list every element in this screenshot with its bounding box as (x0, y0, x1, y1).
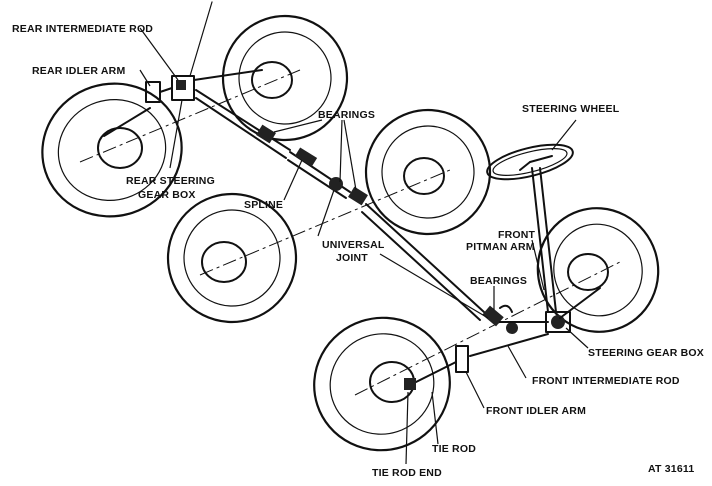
bearing-rear (256, 124, 276, 144)
label-bearings-top: BEARINGS (318, 109, 375, 121)
front-right-wheel (536, 207, 660, 333)
bearing-front (482, 305, 504, 327)
label-rear-intermediate-rod: REAR INTERMEDIATE ROD (12, 23, 153, 35)
figure-id: AT 31611 (648, 463, 694, 475)
label-spline: SPLINE (244, 199, 283, 211)
middle-left-wheel (166, 192, 298, 324)
front-linkage (404, 304, 549, 390)
universal-joint-middle (329, 177, 343, 191)
label-front-idler-arm: FRONT IDLER ARM (486, 405, 586, 417)
leader-lines (139, 27, 589, 465)
label-steering-wheel: STEERING WHEEL (522, 103, 620, 115)
label-front-pitman-line1: FRONT (498, 229, 536, 241)
rear-intermediate-rod (193, 69, 263, 81)
front-left-wheel (313, 316, 451, 452)
rear-steering-assembly (103, 1, 263, 137)
tie-rod-end (404, 378, 416, 390)
front-intermediate-rod (469, 333, 549, 357)
steering-wheel-assembly (486, 143, 601, 333)
label-front-intermediate-rod: FRONT INTERMEDIATE ROD (532, 375, 680, 387)
label-front-pitman-line2: PITMAN ARM (466, 241, 535, 253)
front-idler-arm (455, 345, 469, 373)
label-tie-rod: TIE ROD (432, 443, 476, 455)
front-pitman-arm (559, 287, 601, 319)
rear-right-wheel (221, 14, 349, 142)
label-bearings-bottom: BEARINGS (470, 275, 527, 287)
bearing-middle (348, 186, 368, 206)
rear-left-wheel (41, 82, 183, 218)
label-tie-rod-end: TIE ROD END (372, 467, 442, 479)
label-steering-gear-box: STEERING GEAR BOX (588, 347, 704, 359)
label-rear-steering-line2: GEAR BOX (138, 189, 196, 201)
spline-collar (294, 147, 318, 167)
middle-right-wheel (364, 108, 492, 236)
tie-rod (411, 361, 457, 385)
label-universal-line1: UNIVERSAL (322, 239, 385, 251)
universal-joint-front (506, 322, 518, 334)
axle-centerlines (79, 69, 621, 396)
rear-tie-rod (103, 107, 151, 137)
steering-gear-box (545, 311, 571, 333)
label-universal-line2: JOINT (336, 252, 368, 264)
label-rear-idler-arm: REAR IDLER ARM (32, 65, 125, 77)
label-rear-steering-line1: REAR STEERING (126, 175, 215, 187)
